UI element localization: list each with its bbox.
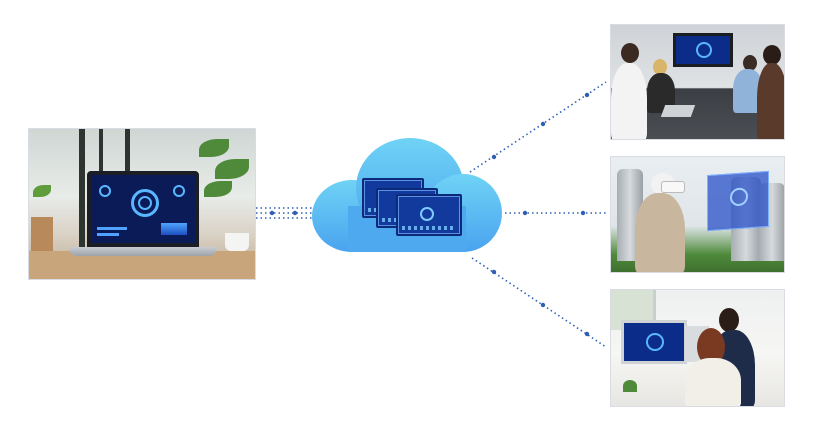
link-node-dot bbox=[491, 269, 497, 275]
dashboard-screen bbox=[396, 194, 462, 236]
desk-plant bbox=[623, 380, 637, 392]
person-head bbox=[719, 308, 739, 332]
laptop-screen bbox=[87, 171, 199, 247]
desktop-monitor bbox=[621, 320, 687, 364]
dashboard-chart bbox=[161, 223, 187, 235]
link-node-dot bbox=[292, 210, 298, 216]
dashboard-gauge bbox=[173, 185, 185, 197]
dashboard-gauge bbox=[99, 185, 111, 197]
vr-headset bbox=[661, 181, 685, 193]
link-node-dot bbox=[584, 92, 590, 98]
link-node-dot bbox=[580, 210, 586, 216]
dashboard-ring bbox=[131, 189, 159, 217]
laptop-keyboard-base bbox=[69, 247, 217, 256]
link-node-dot bbox=[584, 331, 590, 337]
laptop bbox=[660, 105, 696, 117]
link-node-dot bbox=[522, 210, 528, 216]
office-monitor-photo bbox=[610, 289, 785, 407]
person bbox=[757, 63, 784, 139]
person bbox=[611, 63, 647, 139]
link-node-dot bbox=[540, 302, 546, 308]
dashboard-ring bbox=[138, 196, 152, 210]
plant-leaf bbox=[215, 159, 249, 179]
cloud-icon bbox=[312, 136, 502, 254]
hologram-display bbox=[707, 170, 769, 232]
dashboard-ring bbox=[730, 187, 748, 207]
person bbox=[635, 193, 685, 272]
link-node-dot bbox=[540, 121, 546, 127]
window-frame bbox=[79, 129, 85, 251]
person-head bbox=[621, 43, 639, 63]
link-node-dot bbox=[269, 210, 275, 216]
laptop-dashboard-photo bbox=[28, 128, 256, 280]
coffee-mug bbox=[225, 233, 249, 251]
dashboard-ring bbox=[696, 42, 712, 58]
plant-pot bbox=[31, 217, 53, 253]
person-head bbox=[743, 55, 757, 71]
plant-leaf bbox=[199, 139, 229, 157]
dashboard-ring bbox=[646, 333, 664, 351]
plant-leaf bbox=[33, 185, 51, 197]
vr-headset-hologram-photo bbox=[610, 156, 785, 273]
person bbox=[685, 358, 741, 406]
person-head bbox=[763, 45, 781, 65]
person-head bbox=[653, 59, 667, 75]
wall-display bbox=[673, 33, 733, 67]
dashboard-bar bbox=[97, 227, 127, 230]
link-cloud-target-3 bbox=[471, 257, 607, 348]
meeting-room-display-photo bbox=[610, 24, 785, 140]
plant-leaf bbox=[204, 181, 232, 197]
dashboard-bar bbox=[97, 233, 119, 236]
